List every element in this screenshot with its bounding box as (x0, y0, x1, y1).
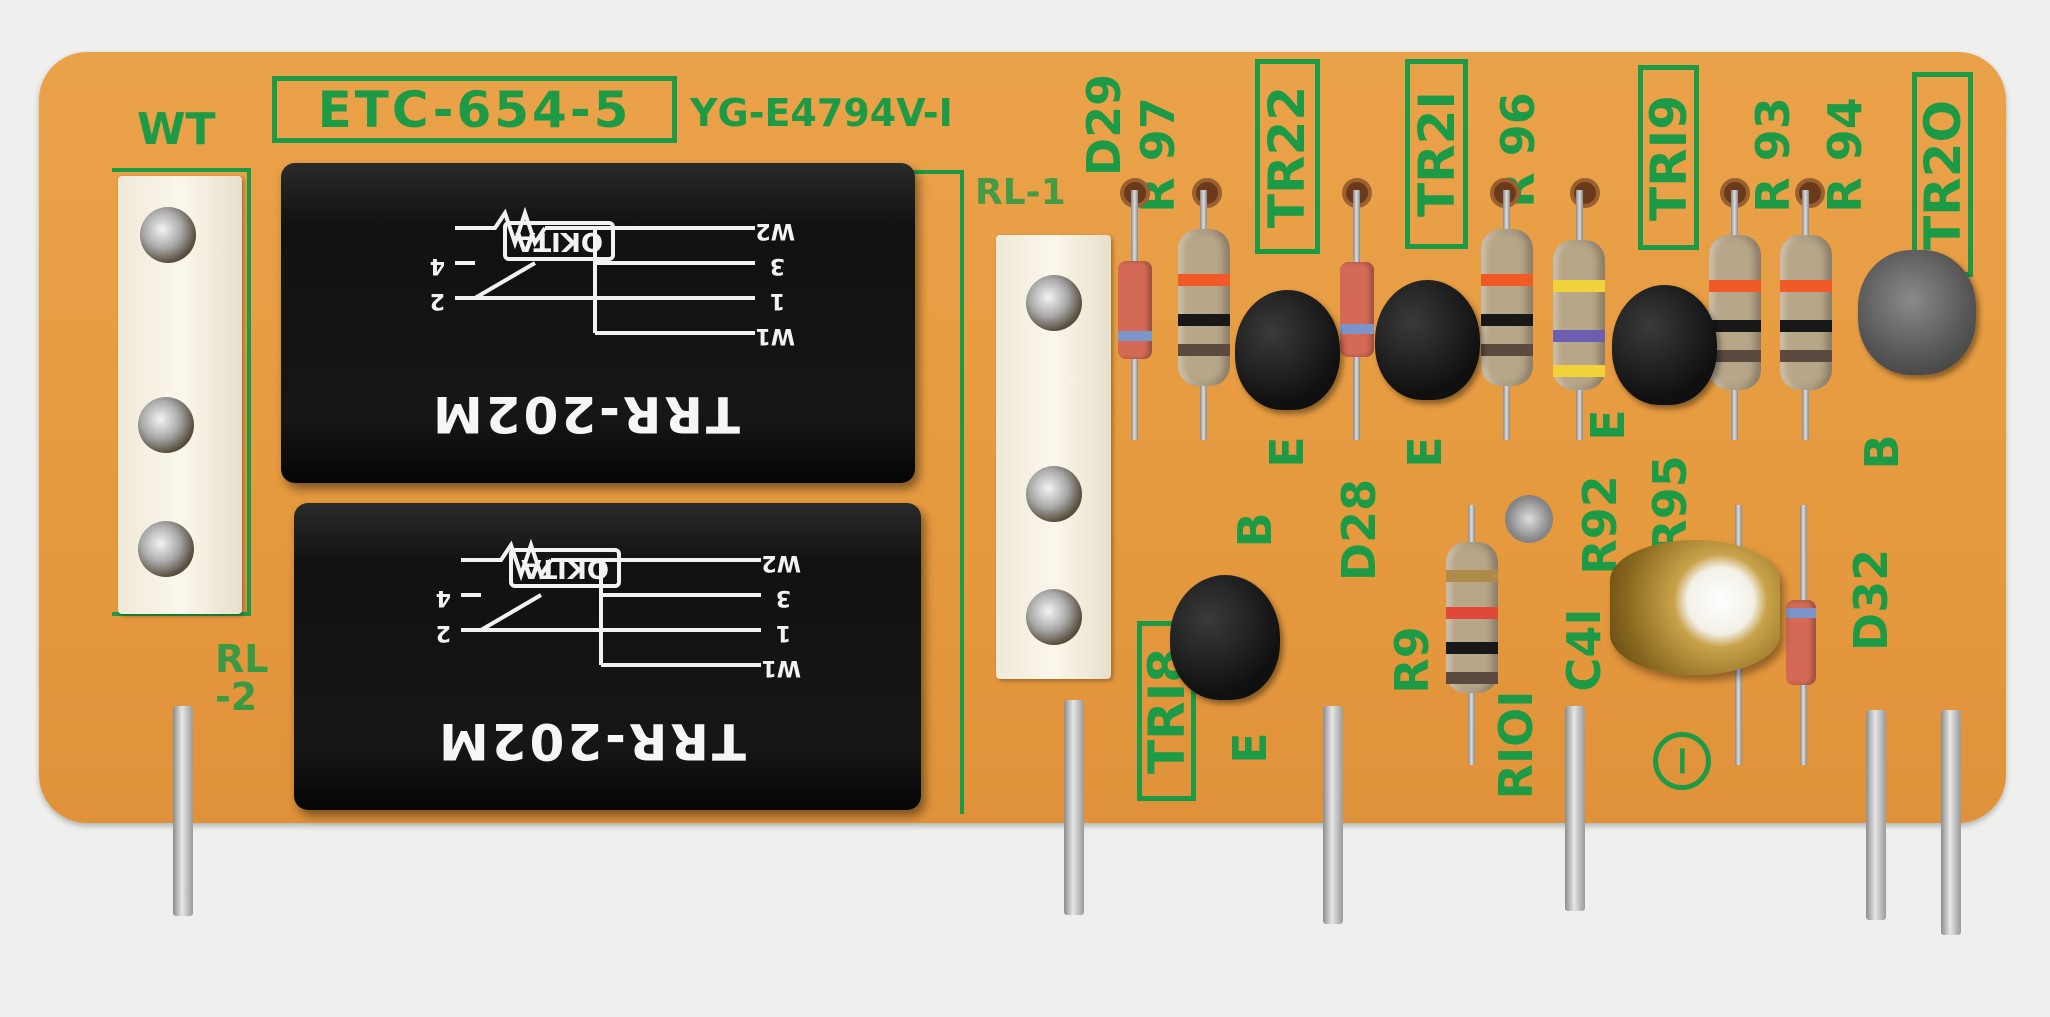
screw-terminal (138, 521, 194, 577)
pin-label: 2 (429, 288, 445, 313)
diode-d29 (1118, 261, 1152, 359)
relay-2: TRR-202M OKITA W1 1 3 W2 2 4 (294, 503, 921, 810)
relay-outline (880, 170, 964, 814)
relay-schematic-icon (461, 538, 761, 667)
resistor-r97 (1178, 229, 1230, 386)
relay-1: TRR-202M OKITA W1 1 3 W2 2 4 (281, 163, 915, 483)
rl1-label: RL-1 (975, 172, 1066, 213)
pin-label: 1 (769, 288, 785, 313)
resistor-r93 (1709, 235, 1761, 390)
label-r9: R9 (1385, 626, 1439, 694)
relay-model: TRR-202M (430, 385, 740, 443)
tr20-text: TR2O (1913, 99, 1972, 250)
pin-label: 1 (775, 620, 791, 645)
screw-terminal (138, 397, 194, 453)
resistor (1553, 240, 1605, 390)
solder-hole (1795, 178, 1825, 208)
terminal-outline (112, 168, 251, 616)
label-e: E (1260, 436, 1314, 468)
label-d28: D28 (1332, 478, 1386, 582)
pin-label: 4 (429, 253, 445, 278)
board-pin (1866, 710, 1886, 920)
board-pin (1323, 706, 1343, 924)
transistor-tr22 (1235, 290, 1340, 410)
label-b: B (1228, 512, 1282, 548)
label-e: E (1223, 732, 1277, 764)
wt-label: WT (137, 104, 216, 155)
resistor-r96 (1481, 229, 1533, 386)
diode-d28 (1340, 262, 1374, 357)
board-pin (1565, 706, 1585, 911)
pin-label: W1 (755, 323, 795, 348)
minus-sign: − (1658, 744, 1705, 778)
relay-schematic-icon (455, 206, 755, 335)
board-pin (1064, 700, 1084, 915)
pin-label: 3 (775, 585, 791, 610)
rl2-label: RL -2 (215, 637, 269, 719)
label-b: B (1855, 434, 1909, 470)
label-r101: RIOI (1489, 690, 1543, 800)
label-tr22: TR22 (1255, 59, 1320, 254)
label-c41: C4I (1557, 608, 1611, 692)
tr19-text: TRI9 (1639, 94, 1698, 221)
tr21-text: TR2I (1407, 90, 1466, 218)
part-number: ETC-654-5 (317, 80, 632, 139)
pin-label: 4 (435, 585, 451, 610)
pin-label: W2 (761, 550, 801, 575)
label-e: E (1581, 409, 1635, 441)
label-r92: R92 (1573, 475, 1627, 575)
transistor-tr19 (1612, 285, 1717, 405)
board-code: YG-E4794V-I (690, 91, 953, 135)
solder-hole (1490, 178, 1520, 208)
transistor-tr20 (1858, 250, 1976, 375)
label-e: E (1398, 436, 1452, 468)
label-tr20: TR2O (1912, 72, 1973, 277)
pin-label: 2 (435, 620, 451, 645)
transistor-tr21 (1375, 280, 1480, 400)
tr22-text: TR22 (1258, 85, 1317, 228)
resistor-r101 (1446, 542, 1498, 693)
board-pin (173, 706, 193, 916)
electrolytic-capacitor-c41 (1610, 540, 1780, 675)
label-r93: R 93 (1746, 97, 1800, 213)
solder-hole (1570, 178, 1600, 208)
board-pin (1941, 710, 1961, 935)
screw-terminal (140, 207, 196, 263)
thermistor (1505, 495, 1553, 543)
label-tr21: TR2I (1405, 59, 1468, 249)
label-r94: R 94 (1818, 97, 1872, 213)
label-tr18: TRI8 (1137, 621, 1196, 801)
label-tr19: TRI9 (1638, 65, 1699, 250)
pin-label: W1 (761, 655, 801, 680)
pin-label: 3 (769, 253, 785, 278)
label-d29: D29 (1077, 73, 1131, 177)
polarity-mark: − (1653, 732, 1711, 790)
screw-terminal (1026, 589, 1082, 645)
screw-terminal (1026, 275, 1082, 331)
relay-model: TRR-202M (436, 712, 746, 770)
label-d32: D32 (1844, 548, 1898, 652)
solder-hole (1192, 178, 1222, 208)
screw-terminal (1026, 466, 1082, 522)
transistor-tr18 (1170, 575, 1280, 700)
pin-label: W2 (755, 218, 795, 243)
diode-d32 (1786, 600, 1816, 685)
resistor-r94 (1780, 235, 1832, 390)
part-number-box: ETC-654-5 (272, 76, 677, 143)
